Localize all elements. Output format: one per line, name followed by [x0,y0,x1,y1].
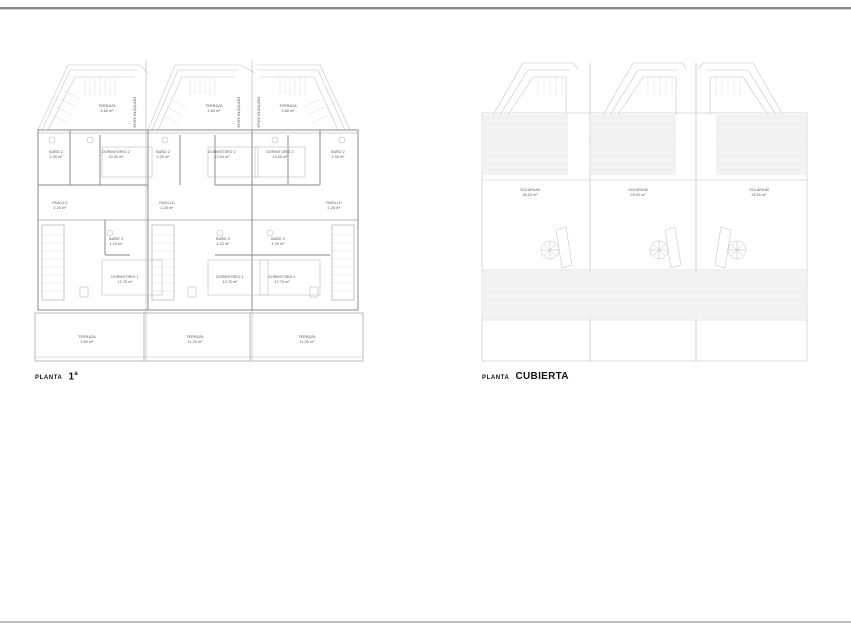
plan-caption-roof: PLANTA CUBIERTA [482,371,569,382]
water-tank-note: DEPÓSITO AGUA [236,96,241,128]
first-floor-drawing [34,60,364,362]
water-tank-note: DEPÓSITO AGUA [132,96,137,128]
caption-title: CUBIERTA [515,371,569,382]
caption-prefix: PLANTA [35,375,63,382]
bottom-rule [0,621,851,623]
roof-drawing [481,62,808,362]
umbrella-lounger-icon [540,226,747,269]
caption-prefix: PLANTA [482,375,510,381]
top-rule [0,7,851,9]
plan-caption-first-floor: PLANTA 1a [35,371,78,382]
caption-title: 1a [68,371,79,383]
water-tank-note: DEPÓSITO AGUA [256,96,261,128]
top-rule-shadow [0,9,851,10]
